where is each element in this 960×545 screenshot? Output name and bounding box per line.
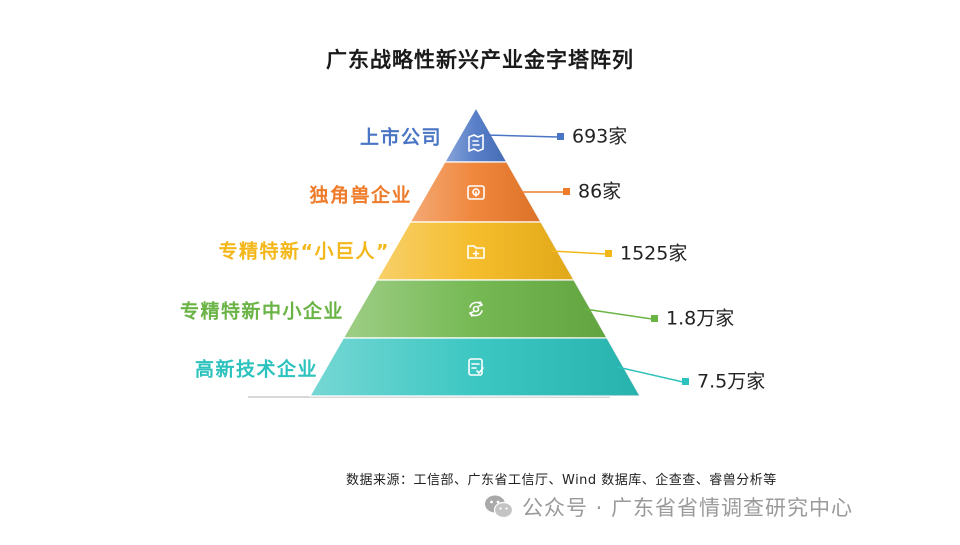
level-value: 7.5万家 bbox=[697, 371, 765, 393]
watermark-text: 公众号 · 广东省省情调查研究中心 bbox=[522, 496, 854, 520]
map-icon bbox=[468, 134, 484, 152]
checklist-icon bbox=[468, 358, 484, 376]
level-label: 专精特新“小巨人” bbox=[219, 240, 390, 263]
level-value: 693家 bbox=[572, 126, 627, 148]
pyramid-segment-shading bbox=[310, 338, 640, 396]
wallet-icon bbox=[467, 185, 485, 200]
leader-marker bbox=[682, 378, 689, 385]
leader-line bbox=[485, 134, 559, 138]
level-label: 上市公司 bbox=[360, 126, 442, 149]
refresh-cycle-icon bbox=[469, 301, 483, 317]
leader-marker bbox=[557, 133, 564, 140]
leader-marker bbox=[651, 315, 658, 322]
level-label: 高新技术企业 bbox=[195, 358, 318, 381]
leader-line bbox=[617, 366, 684, 383]
level-label: 独角兽企业 bbox=[309, 184, 412, 207]
chart-title: 广东战略性新兴产业金字塔阵列 bbox=[326, 48, 634, 72]
pyramid-segment-shading bbox=[343, 280, 607, 338]
level-value: 1525家 bbox=[620, 243, 687, 265]
leader-marker bbox=[605, 250, 612, 257]
wechat-icon bbox=[485, 495, 514, 519]
data-source-note: 数据来源：工信部、广东省工信厅、Wind 数据库、企查查、睿兽分析等 bbox=[346, 473, 777, 488]
leader-line bbox=[551, 250, 607, 255]
watermark: 公众号 · 广东省省情调查研究中心 bbox=[484, 490, 853, 524]
folder-plus-icon bbox=[467, 245, 485, 259]
level-value: 86家 bbox=[578, 181, 621, 203]
leader-marker bbox=[563, 188, 570, 195]
level-label: 专精特新中小企业 bbox=[180, 300, 344, 323]
pyramid-segment-shading bbox=[444, 108, 507, 162]
level-value: 1.8万家 bbox=[666, 308, 734, 330]
leader-line bbox=[584, 308, 653, 320]
